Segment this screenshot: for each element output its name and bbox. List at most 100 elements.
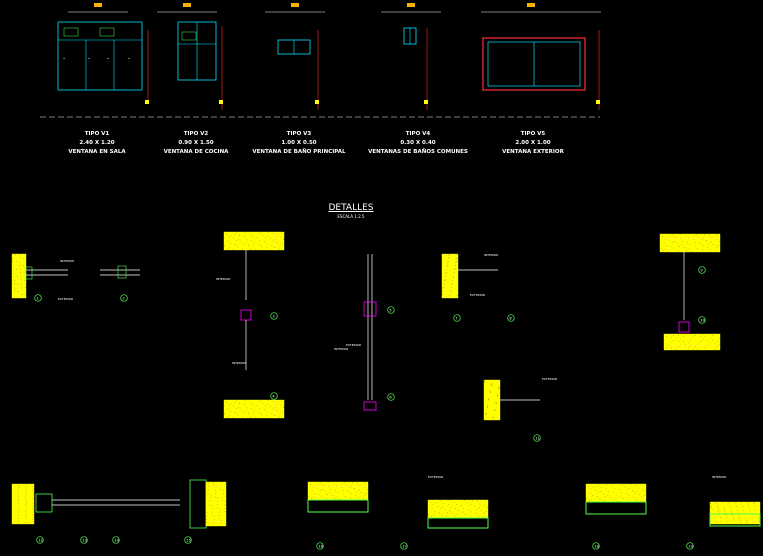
- hatch-dot: [469, 505, 470, 506]
- hatch-dot: [269, 238, 271, 240]
- hatch-dot: [345, 496, 346, 497]
- hatch-dot: [452, 279, 454, 281]
- hatch-dot: [491, 384, 492, 385]
- hatch-dot: [589, 492, 591, 494]
- hatch-dot: [244, 400, 246, 402]
- detail-17-wall: [427, 499, 489, 519]
- hatch-dot: [262, 234, 264, 236]
- hatch-dot: [439, 508, 441, 510]
- hatch-dot: [441, 253, 443, 255]
- hatch-dot: [223, 231, 225, 233]
- hatch-dot: [685, 344, 687, 346]
- hatch-dot: [673, 340, 674, 341]
- hatch-dot: [701, 239, 702, 240]
- hatch-dot: [213, 519, 215, 521]
- hatch-dot: [438, 501, 440, 503]
- hatch-dot: [690, 345, 691, 346]
- detail-center-bottom: [363, 401, 377, 411]
- hatch-dot: [215, 489, 217, 491]
- hatch-dot: [643, 484, 645, 486]
- hatch-dot: [738, 516, 740, 518]
- detail-12-frame-right: [189, 479, 207, 529]
- hatch-dot: [351, 485, 353, 487]
- hatch-dot: [25, 294, 27, 296]
- hatch-dot: [224, 501, 226, 503]
- hatch-dot: [253, 410, 255, 412]
- hatch-dot: [252, 236, 253, 237]
- detail-9-wall-bottom: [663, 333, 721, 351]
- hatch-dot: [273, 401, 274, 402]
- hatch-dot: [682, 341, 684, 343]
- hatch-dot: [478, 507, 480, 509]
- hatch-dot: [449, 294, 451, 296]
- hatch-dot: [678, 249, 680, 251]
- hatch-dot: [717, 341, 718, 342]
- hatch-dot: [592, 487, 594, 489]
- hatch-dot: [277, 242, 278, 243]
- hatch-dot: [483, 512, 485, 514]
- hatch-dot: [740, 521, 742, 523]
- hatch-dot: [24, 515, 26, 517]
- label-interior-4: INTERIOR: [712, 475, 726, 479]
- hatch-dot: [746, 521, 748, 523]
- hatch-dot: [672, 234, 674, 236]
- window-v1-frame: [57, 21, 143, 91]
- hatch-dot: [336, 496, 338, 498]
- hatch-dot: [748, 505, 750, 507]
- hatch-dot: [218, 515, 220, 517]
- hatch-dot: [600, 491, 601, 492]
- hatch-dot: [277, 410, 278, 411]
- hatch-dot: [614, 498, 616, 500]
- hatch-dot: [271, 244, 273, 246]
- hatch-dot: [451, 284, 452, 285]
- hatch-dot: [366, 489, 368, 491]
- hatch-dot: [448, 500, 450, 502]
- hatch-dot: [598, 484, 600, 486]
- hatch-dot: [233, 237, 235, 239]
- hatch-dot: [324, 491, 326, 493]
- hatch-dot: [630, 483, 632, 485]
- hatch-dot: [622, 484, 623, 485]
- callout-number-5: 5: [389, 308, 391, 312]
- label-interior-1: INTERIOR: [216, 277, 230, 281]
- hatch-dot: [629, 487, 631, 489]
- hatch-dot: [618, 489, 620, 491]
- hatch-dot: [260, 232, 261, 233]
- hatch-dot: [592, 495, 593, 496]
- hatch-dot: [314, 485, 316, 487]
- hatch-dot: [446, 272, 447, 273]
- hatch-dot: [445, 276, 446, 277]
- hatch-dot: [242, 247, 244, 249]
- hatch-dot: [710, 241, 712, 243]
- hatch-dot: [468, 509, 469, 510]
- hatch-dot: [447, 504, 449, 506]
- hatch-dot: [349, 487, 350, 488]
- hatch-dot: [487, 406, 488, 407]
- hatch-dot: [237, 414, 239, 416]
- hatch-dot: [248, 245, 249, 246]
- hatch-dot: [211, 514, 213, 516]
- hatch-dot: [334, 497, 336, 499]
- hatch-dot: [695, 335, 696, 336]
- hatch-dot: [18, 509, 20, 511]
- hatch-dot: [440, 500, 442, 502]
- hatch-dot: [716, 503, 717, 504]
- hatch-dot: [485, 500, 487, 502]
- hatch-dot: [431, 508, 433, 510]
- hatch-dot: [483, 379, 485, 381]
- hatch-dot: [471, 503, 473, 505]
- label-exterior-2: EXTERIOR: [346, 343, 361, 347]
- hatch-dot: [614, 488, 615, 489]
- hatch-dot: [637, 487, 639, 489]
- hatch-dot: [698, 236, 700, 238]
- hatch-dot: [663, 250, 664, 251]
- hatch-dot: [243, 412, 244, 413]
- hatch-dot: [236, 400, 238, 402]
- hatch-dot: [231, 417, 233, 419]
- hatch-dot: [636, 491, 638, 493]
- hatch-dot: [12, 268, 14, 270]
- hatch-dot: [447, 264, 449, 266]
- hatch-dot: [234, 401, 236, 403]
- hatch-dot: [729, 506, 731, 508]
- hatch-dot: [473, 506, 475, 508]
